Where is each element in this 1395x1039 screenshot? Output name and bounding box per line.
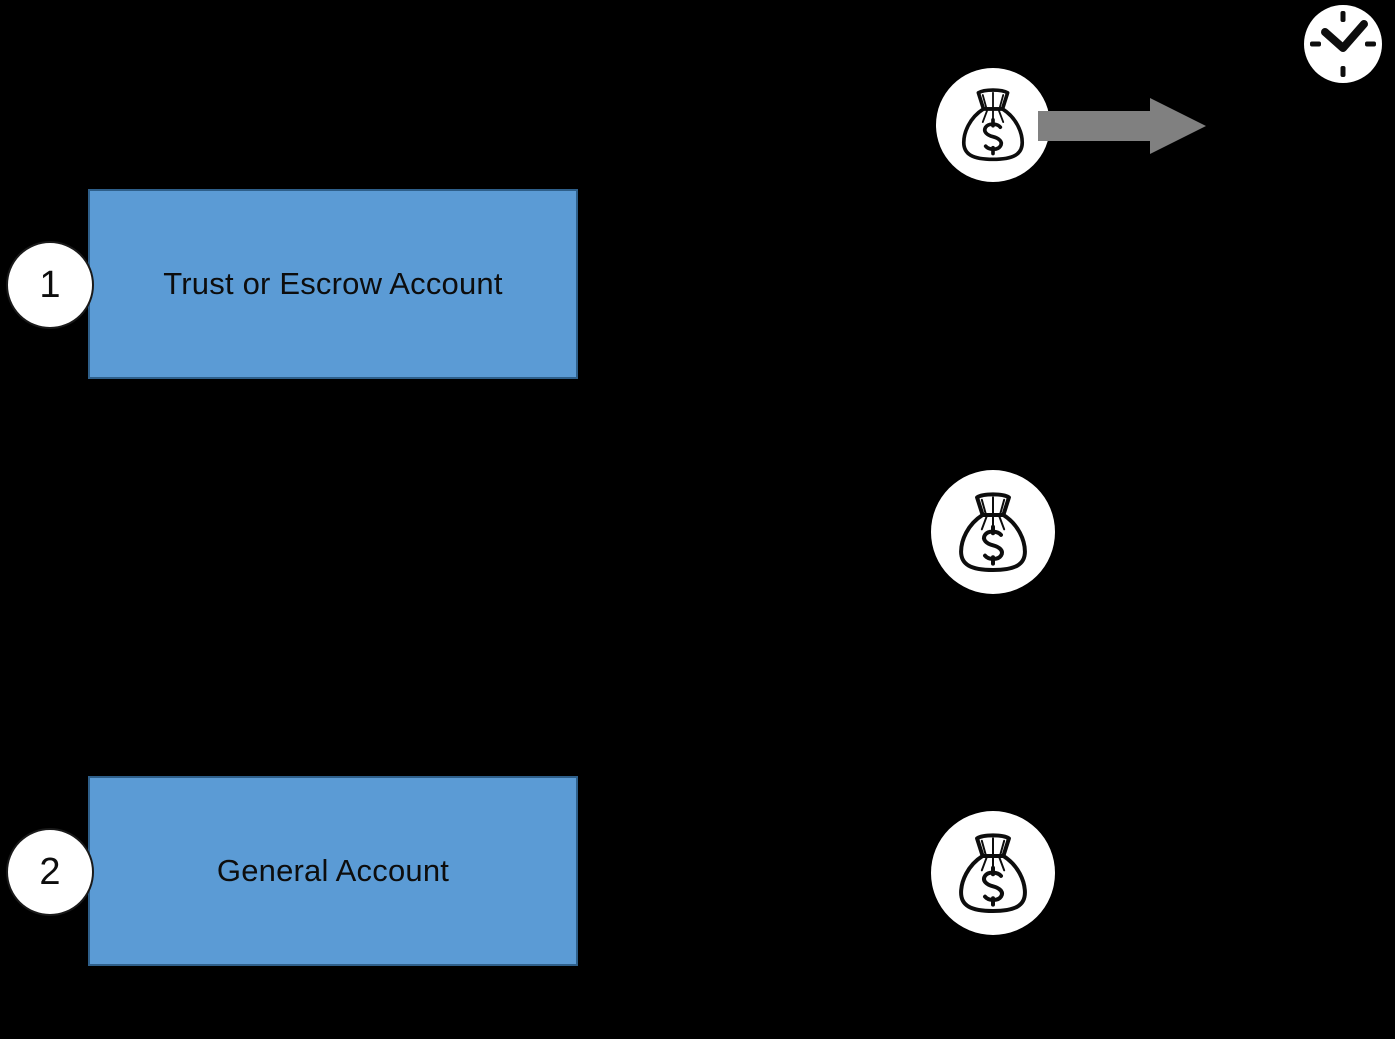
step-number-circle-2[interactable]: 2 — [6, 828, 94, 916]
money-bag-icon — [936, 68, 1050, 182]
right-arrow-icon — [1038, 98, 1206, 154]
account-box-general[interactable]: General Account — [88, 776, 578, 966]
step-number-label: 2 — [39, 850, 61, 893]
account-box-trust-or-escrow[interactable]: Trust or Escrow Account — [88, 189, 578, 379]
step-number-label: 1 — [39, 263, 61, 306]
money-bag-icon — [931, 811, 1055, 935]
money-bag-icon — [931, 470, 1055, 594]
clock-icon — [1303, 4, 1383, 84]
step-number-circle-1[interactable]: 1 — [6, 241, 94, 329]
account-box-label: General Account — [216, 853, 450, 888]
account-box-label: Trust or Escrow Account — [163, 266, 503, 301]
